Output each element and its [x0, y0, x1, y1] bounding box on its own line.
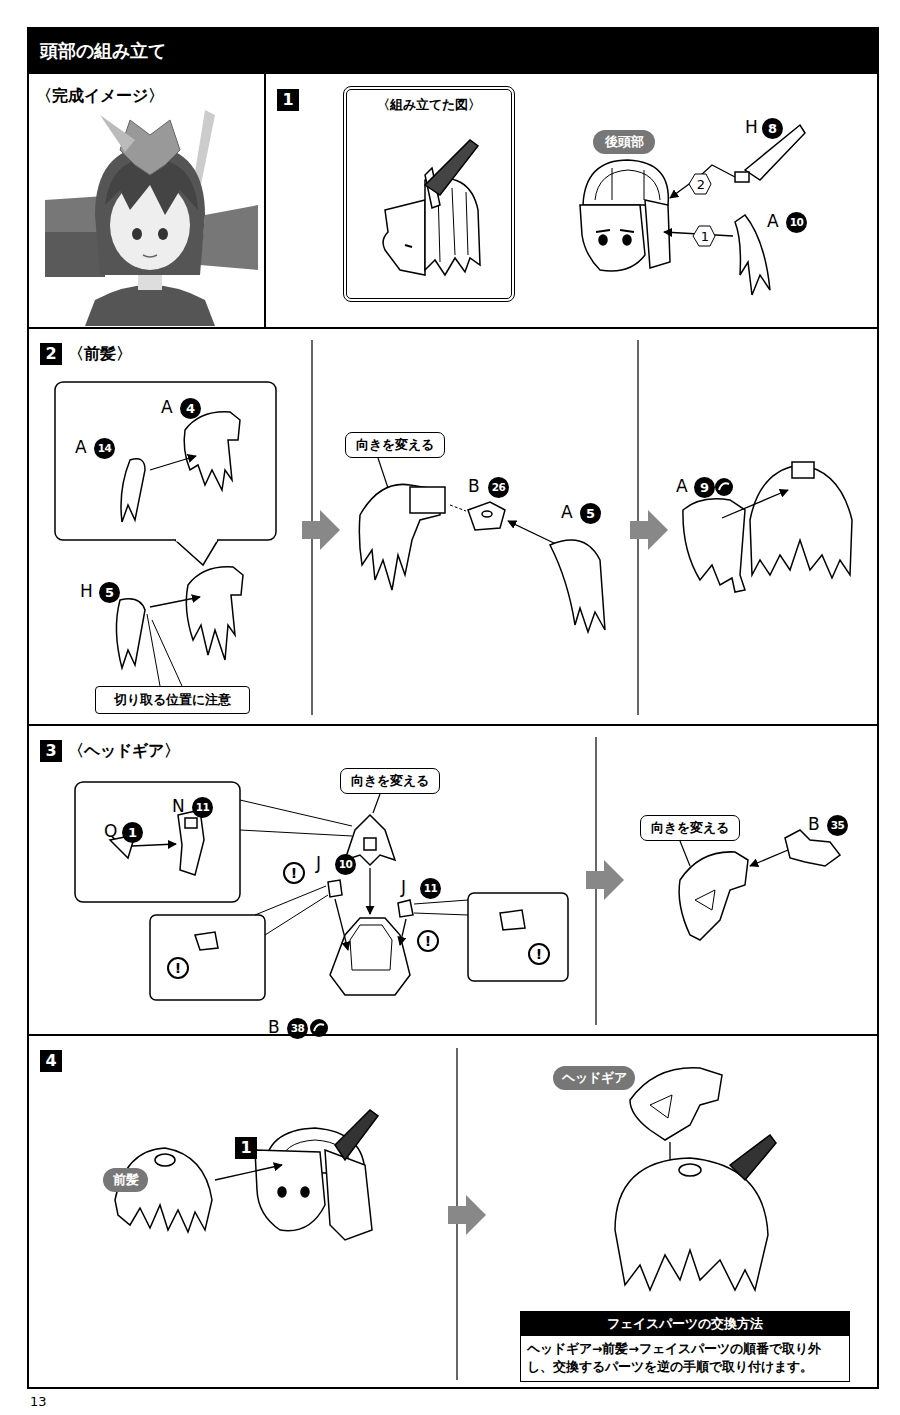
assembled-view-box: 〈組み立てた図〉: [343, 86, 515, 302]
part-number: 11: [420, 878, 441, 899]
part-letter: A: [161, 397, 173, 417]
part-number: 1: [122, 822, 143, 843]
panel-heading: 〈完成イメージ〉: [36, 86, 164, 107]
part-number: 5: [99, 582, 120, 603]
part-letter: B: [268, 1017, 280, 1037]
part-letter: A: [767, 211, 779, 231]
part-letter: A: [676, 476, 688, 496]
part-number: 10: [335, 854, 356, 875]
label-text: 前髪: [113, 1171, 139, 1189]
info-body: ヘッドギア→前髪→フェイスパーツの順番で取り外し、交換するパーツを逆の手順で取り…: [521, 1336, 849, 1381]
caution-mark: !: [283, 862, 305, 884]
step-order-marker: 1: [693, 226, 717, 248]
caution-mark: !: [167, 957, 189, 979]
part-letter: H: [80, 581, 93, 601]
part-letter: J: [316, 853, 321, 873]
direction-bubble: 向きを変える: [345, 432, 445, 458]
label-text: 切り取る位置に注意: [114, 691, 231, 709]
page-title: 頭部の組み立て: [40, 39, 166, 63]
part-number: 26: [488, 477, 509, 498]
caution-mark: !: [417, 930, 439, 952]
info-box: フェイスパーツの交換方法ヘッドギア→前髪→フェイスパーツの順番で取り外し、交換す…: [520, 1311, 850, 1382]
step-panel: 1 〈組み立てた図〉後頭部: [265, 74, 878, 328]
part-number: 10: [786, 212, 807, 233]
step-panel: 4 前髪 ヘッドギアフェイスパーツの交換方法ヘッドギア→前髪→フェイスパーツの順番で…: [28, 1035, 878, 1388]
part-number: 8: [762, 118, 783, 139]
info-heading: フェイスパーツの交換方法: [521, 1312, 849, 1336]
step-reference: 1: [235, 1137, 257, 1159]
label-text: 向きを変える: [651, 819, 729, 837]
part-letter: B: [468, 476, 480, 496]
part-letter: N: [172, 796, 185, 816]
section-tag: ヘッドギア: [553, 1066, 635, 1090]
page-number: 13: [30, 1394, 47, 1410]
part-letter: J: [401, 877, 406, 897]
part-letter: A: [561, 502, 573, 522]
part-number: 35: [827, 815, 848, 836]
part-letter: A: [75, 437, 87, 457]
panel-heading: 〈ヘッドギア〉: [68, 740, 180, 762]
part-number: 5: [580, 503, 601, 524]
caution-note: 切り取る位置に注意: [95, 686, 250, 714]
part-number: 4: [180, 398, 201, 419]
part-letter: B: [808, 814, 820, 834]
part-number: 9: [694, 477, 715, 498]
part-letter: H: [745, 117, 758, 137]
label-text: ヘッドギア: [562, 1069, 627, 1087]
label-text: 向きを変える: [356, 436, 434, 454]
image-panel: 〈完成イメージ〉: [28, 74, 265, 328]
section-tag: 前髪: [103, 1168, 148, 1192]
part-letter: Q: [104, 821, 117, 841]
step-number: 2: [40, 343, 62, 365]
direction-bubble: 向きを変える: [640, 815, 740, 841]
part-number: 14: [94, 438, 115, 459]
caution-mark: !: [528, 943, 550, 965]
direction-bubble: 向きを変える: [340, 768, 440, 794]
panel-heading: 〈前髪〉: [68, 343, 132, 365]
part-number: 38: [287, 1018, 308, 1039]
step-number: 4: [40, 1050, 62, 1072]
step-panel: 3〈ヘッドギア〉向きを変える向きを変える: [28, 725, 878, 1035]
step-panel: 2 〈前髪〉切り取る位置に注意 向きを変える: [28, 328, 878, 725]
label-text: 後頭部: [605, 133, 644, 151]
label-text: 向きを変える: [351, 772, 429, 790]
step-order-marker: 2: [689, 174, 713, 196]
label-text: 〈組み立てた図〉: [347, 96, 511, 114]
section-tag: 後頭部: [593, 130, 655, 154]
step-number: 3: [40, 740, 62, 762]
step-number: 1: [277, 89, 299, 111]
part-number: 11: [192, 797, 213, 818]
